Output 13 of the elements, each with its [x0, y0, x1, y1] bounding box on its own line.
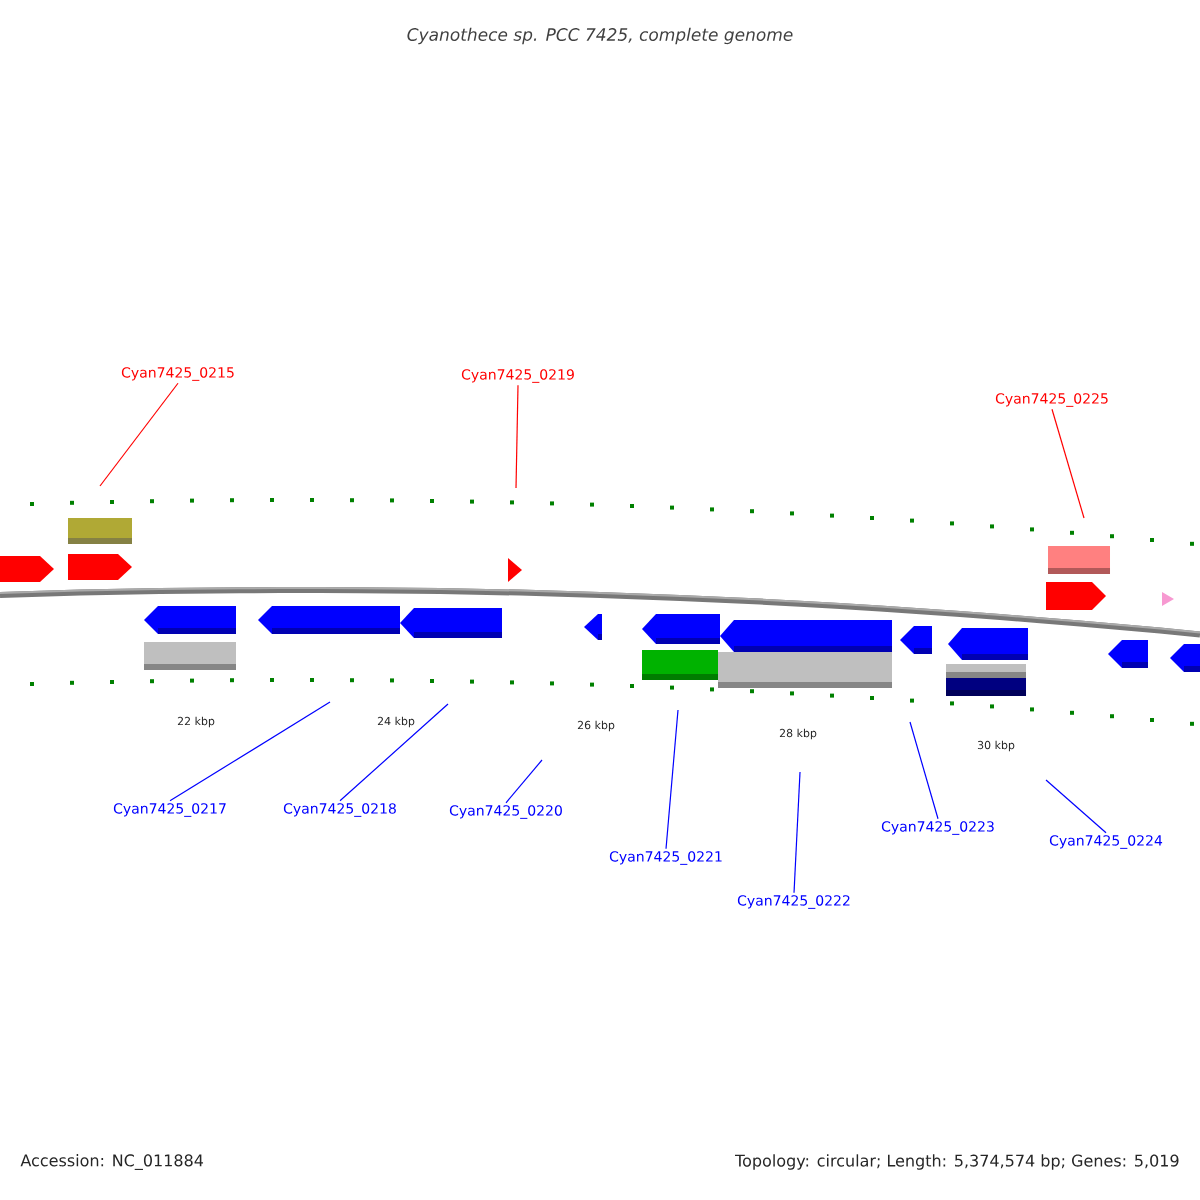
leader-line [505, 759, 543, 804]
leader-line [665, 709, 679, 850]
leader-line [1045, 779, 1107, 834]
footer-text: Accession: NC_011884 [20, 1154, 204, 1170]
leader-line [339, 703, 449, 802]
leader-line [793, 771, 801, 894]
title: Cyanothece sp. PCC 7425, complete genome [407, 27, 793, 45]
leader-line [99, 382, 179, 487]
footer-text: Topology: circular; Length: 5,374,574 bp; Genes: 5,019 [735, 1154, 1179, 1170]
leader-line [909, 721, 939, 820]
leader-line [515, 384, 519, 489]
leader-line [169, 701, 331, 802]
leader-line [1051, 408, 1085, 519]
